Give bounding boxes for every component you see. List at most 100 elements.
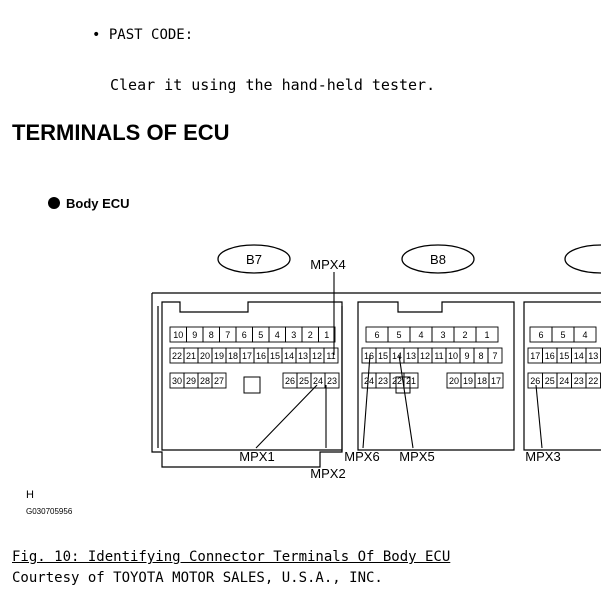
terminal-cell bbox=[475, 326, 499, 343]
instruction-text: Clear it using the hand-held tester. bbox=[110, 76, 436, 94]
callout-mpx1: MPX1 bbox=[239, 449, 274, 464]
terminal-number: 17 bbox=[491, 376, 501, 386]
terminal-number: 4 bbox=[275, 330, 280, 340]
terminal-cell bbox=[324, 372, 340, 389]
terminal-number: 4 bbox=[418, 330, 423, 340]
terminal-number: 24 bbox=[364, 376, 374, 386]
terminal-number: 25 bbox=[299, 376, 309, 386]
tag-b7-outline bbox=[217, 244, 291, 274]
courtesy-line: Courtesy of TOYOTA MOTOR SALES, U.S.A., … bbox=[12, 570, 383, 586]
callout-mpx4: MPX4 bbox=[310, 257, 345, 272]
callout-mpx2: MPX2 bbox=[310, 466, 345, 481]
b8-row3-right: 20 19 18 17 bbox=[446, 372, 504, 389]
tag-b8: B8 bbox=[430, 252, 446, 267]
terminal-number: 6 bbox=[374, 330, 379, 340]
terminal-number: 9 bbox=[464, 351, 469, 361]
terminal-number: 14 bbox=[574, 351, 584, 361]
terminal-cell bbox=[487, 347, 503, 364]
terminal-number: 17 bbox=[242, 351, 252, 361]
tag-b8-outline bbox=[401, 244, 475, 274]
callout-mpx3: MPX3 bbox=[525, 449, 560, 464]
terminal-number: 22 bbox=[588, 376, 598, 386]
terminal-number: 1 bbox=[324, 330, 329, 340]
terminal-number: 23 bbox=[574, 376, 584, 386]
terminal-number: 16 bbox=[545, 351, 555, 361]
terminal-cell bbox=[488, 372, 504, 389]
section-heading: TERMINALS OF ECU bbox=[12, 120, 230, 145]
terminal-cell bbox=[318, 326, 336, 343]
terminal-number: 3 bbox=[440, 330, 445, 340]
b7-row3-right: 26 25 24 23 bbox=[282, 372, 340, 389]
terminal-number: 5 bbox=[396, 330, 401, 340]
terminal-number: 12 bbox=[312, 351, 322, 361]
terminal-number: 7 bbox=[492, 351, 497, 361]
terminal-number: 24 bbox=[313, 376, 323, 386]
terminal-number: 28 bbox=[200, 376, 210, 386]
callout-mpx5: MPX5 bbox=[399, 449, 434, 464]
terminal-number: 17 bbox=[530, 351, 540, 361]
callout-mpx6: MPX6 bbox=[344, 449, 379, 464]
terminal-number: 3 bbox=[291, 330, 296, 340]
terminal-number: 15 bbox=[378, 351, 388, 361]
terminal-number: 22 bbox=[392, 376, 402, 386]
terminal-number: 26 bbox=[285, 376, 295, 386]
terminal-number: 13 bbox=[298, 351, 308, 361]
leader-mpx3 bbox=[535, 384, 543, 449]
leader-mpx1 bbox=[255, 384, 318, 449]
terminal-number: 11 bbox=[434, 351, 443, 361]
terminal-number: 14 bbox=[284, 351, 294, 361]
terminal-number: 15 bbox=[270, 351, 280, 361]
terminal-number: 4 bbox=[582, 330, 587, 340]
terminal-number: 8 bbox=[478, 351, 483, 361]
terminal-number: 9 bbox=[192, 330, 197, 340]
terminal-number: 12 bbox=[420, 351, 430, 361]
tag-partial-outline bbox=[564, 244, 601, 274]
terminal-number: 25 bbox=[545, 376, 555, 386]
terminal-number: 10 bbox=[448, 351, 458, 361]
terminal-number: 15 bbox=[559, 351, 569, 361]
past-code-line: • PAST CODE: bbox=[92, 27, 193, 43]
terminal-number: 21 bbox=[406, 376, 416, 386]
terminal-number: 13 bbox=[406, 351, 416, 361]
tag-b7: B7 bbox=[246, 252, 262, 267]
terminal-cell bbox=[403, 372, 419, 389]
figure-caption: Fig. 10: Identifying Connector Terminals… bbox=[12, 549, 451, 565]
terminal-number: 16 bbox=[256, 351, 266, 361]
terminal-number: 6 bbox=[538, 330, 543, 340]
leader-mpx6 bbox=[362, 354, 371, 449]
partial-row2: 17 16 15 14 13 bbox=[527, 347, 601, 364]
terminal-number: 2 bbox=[308, 330, 313, 340]
terminal-cell bbox=[573, 326, 597, 343]
terminal-number: 14 bbox=[392, 351, 402, 361]
terminal-number: 27 bbox=[214, 376, 224, 386]
terminal-number: 19 bbox=[214, 351, 224, 361]
terminal-number: 20 bbox=[449, 376, 459, 386]
terminal-number: 18 bbox=[477, 376, 487, 386]
terminal-number: 16 bbox=[364, 351, 374, 361]
terminal-number: 19 bbox=[463, 376, 473, 386]
terminal-cell bbox=[211, 372, 227, 389]
terminal-number: 5 bbox=[560, 330, 565, 340]
terminal-number: 23 bbox=[327, 376, 337, 386]
terminal-number: 26 bbox=[530, 376, 540, 386]
figure-code: G030705956 bbox=[26, 507, 73, 516]
leader-mpx5 bbox=[398, 354, 414, 449]
terminal-number: 21 bbox=[186, 351, 196, 361]
terminal-number: 5 bbox=[258, 330, 263, 340]
terminal-number: 13 bbox=[588, 351, 598, 361]
terminal-number: 6 bbox=[242, 330, 247, 340]
terminal-number: 18 bbox=[228, 351, 238, 361]
past-code-label: PAST CODE: bbox=[108, 27, 194, 43]
bullet-dot bbox=[48, 197, 60, 209]
terminal-number: 30 bbox=[172, 376, 182, 386]
terminal-number: 22 bbox=[172, 351, 182, 361]
